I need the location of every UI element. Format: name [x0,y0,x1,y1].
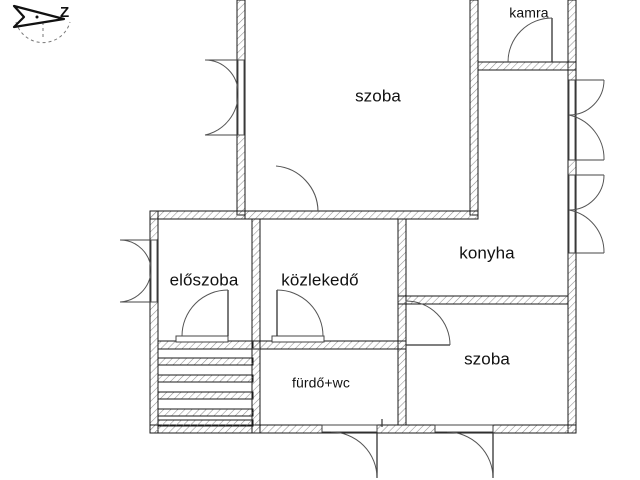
door-swing-arc [446,431,494,479]
room-label-furdo-wc: fürdő+wc [292,375,350,391]
door-swing-arc [276,289,324,337]
wall-south-kamra [477,61,577,71]
window-frame [568,174,576,254]
wall-kozlekedo-konyha [397,218,407,426]
door-swing-arc [330,431,378,479]
room-label-szoba-main: szoba [355,86,401,105]
door-entry-south-right [434,424,494,479]
window-swing-arc [568,114,605,161]
stair-step [157,408,254,417]
door-threshold [434,424,494,433]
window-swing-arc [568,174,605,211]
window-konyha-east-upper [568,79,605,161]
window-swing-arc [119,239,152,272]
door-eloszoba [175,289,229,343]
room-label-szoba-lower: szoba [464,349,510,368]
door-kozlekedo [271,289,325,343]
compass-label: Z [60,4,69,21]
window-swing-arc [204,59,239,94]
door-swing-arc [405,300,451,346]
stair-step [157,419,254,427]
room-label-konyha: konyha [459,243,515,262]
door-szoba-main-to-kozlekedo [275,165,319,212]
door-swing-arc [181,289,229,337]
compass-dial [15,21,71,44]
window-swing-arc [204,92,239,136]
wall-east-szoba-main [469,0,479,216]
stair-step [157,391,254,400]
door-threshold [175,335,229,343]
door-swing-arc [507,17,553,63]
staircase [157,357,254,427]
window-frame [568,79,576,161]
wall-east-kamra [567,0,577,71]
room-label-kozlekedo: közlekedő [281,270,358,289]
door-threshold [271,335,325,343]
door-kozlekedo-to-szoba-lower [405,300,451,346]
wall-konyha-szoba-lower [397,295,569,305]
door-threshold [321,424,378,433]
door-kamra [507,17,553,63]
window-konyha-east-lower [568,174,605,254]
window-eloszoba-west [119,239,158,303]
wall-north-kozlekedo [244,210,479,220]
compass-needle [12,4,66,29]
window-frame [150,239,158,303]
window-swing-arc [568,79,605,116]
window-szoba-main-west [204,59,245,136]
window-swing-arc [119,270,152,303]
room-label-kamra: kamra [509,5,549,21]
wall-north-eloszoba [149,210,246,220]
window-swing-arc [568,209,605,254]
door-swing-arc [275,165,319,212]
window-frame [237,59,245,136]
wall-eloszoba-kozlekedo [251,218,261,342]
wall-stairs-east [251,340,261,434]
stair-step [157,374,254,383]
compass-center-dot [35,15,39,19]
room-label-eloszoba: előszoba [170,270,239,289]
door-entry-south-left [321,424,378,479]
north-arrow: Z [12,4,71,44]
stair-step [157,357,254,366]
